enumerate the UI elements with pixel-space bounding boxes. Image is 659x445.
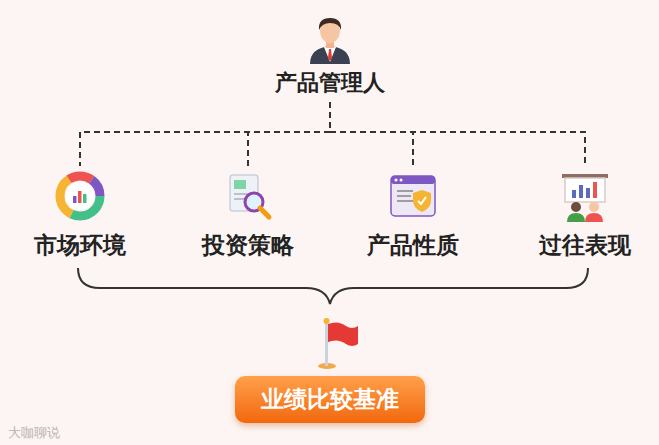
node-label: 过往表现 — [539, 230, 631, 261]
dashed-connector — [330, 102, 413, 166]
chart-icon — [54, 170, 106, 222]
manager-icon — [305, 14, 355, 64]
node-label: 产品管理人 — [275, 68, 385, 98]
presentation-icon — [559, 170, 611, 222]
dashed-connector — [80, 102, 330, 166]
brace — [78, 268, 588, 304]
benchmark-button: 业绩比较基准 — [235, 376, 425, 423]
watermark: 大咖聊说 — [8, 424, 60, 442]
product-window-icon — [387, 170, 439, 222]
manager-node: 产品管理人 — [275, 14, 385, 98]
button-label: 业绩比较基准 — [261, 384, 399, 415]
factor-node: 投资策略 — [202, 170, 294, 261]
factor-node: 市场环境 — [34, 170, 126, 261]
flag — [318, 318, 358, 369]
node-label: 投资策略 — [202, 230, 294, 261]
node-label: 市场环境 — [34, 230, 126, 261]
dashed-connector — [330, 102, 585, 166]
factor-node: 产品性质 — [367, 170, 459, 261]
document-search-icon — [222, 170, 274, 222]
node-label: 产品性质 — [367, 230, 459, 261]
factor-node: 过往表现 — [539, 170, 631, 261]
dashed-connector — [248, 102, 330, 166]
